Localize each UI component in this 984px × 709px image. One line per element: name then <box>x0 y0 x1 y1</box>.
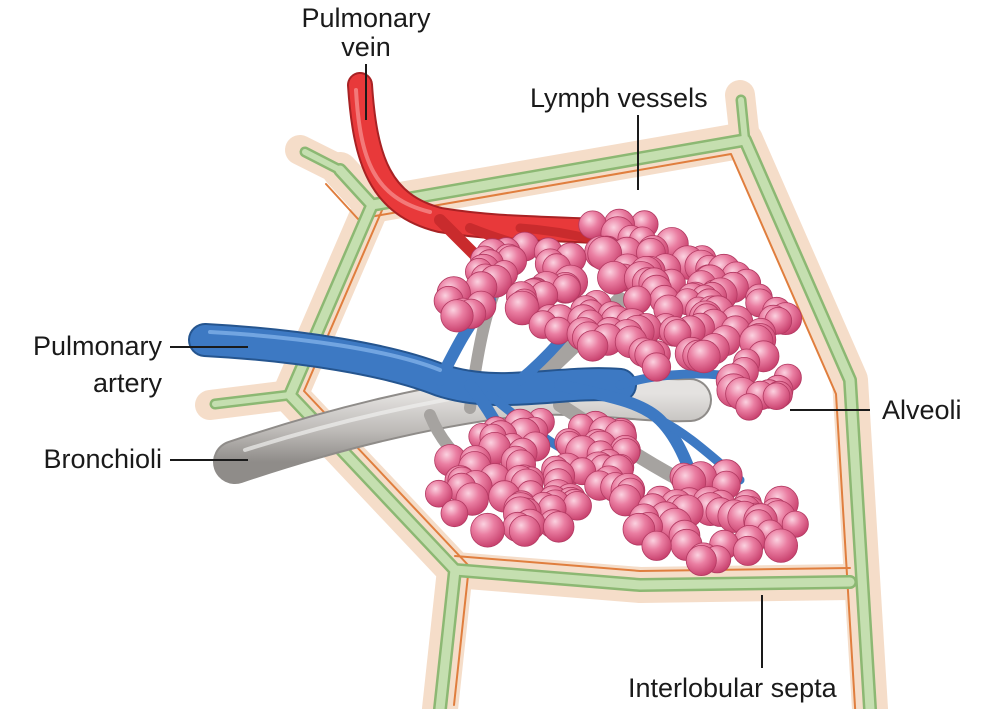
alveolus <box>687 339 721 374</box>
alveolus <box>576 330 609 362</box>
label-pulmonary-artery-line2: artery <box>92 368 162 398</box>
pulmonary-vein-vessel <box>347 72 623 276</box>
alveolus <box>543 511 575 543</box>
label-pulmonary-vein-line1: Pulmonary <box>301 3 431 33</box>
label-pulmonary-vein: Pulmonary vein <box>276 4 456 62</box>
lymph-vessel-network <box>209 94 877 709</box>
alveolus <box>440 299 474 333</box>
alveolus <box>685 545 717 577</box>
alveolus <box>504 290 540 326</box>
label-bronchioli: Bronchioli <box>43 444 162 474</box>
label-lymph-vessels: Lymph vessels <box>530 83 708 113</box>
alveolus <box>763 528 799 563</box>
label-interlobular-septa: Interlobular septa <box>628 673 837 703</box>
alveolus <box>735 393 763 421</box>
alveolus <box>762 382 791 411</box>
alveolus <box>641 352 672 382</box>
alveoli-clusters <box>424 208 809 577</box>
alveolus <box>508 515 541 547</box>
alveolus <box>424 479 453 508</box>
label-pulmonary-artery: Pulmonary artery <box>0 332 162 398</box>
label-alveoli: Alveoli <box>882 395 962 425</box>
alveolus <box>440 499 469 528</box>
leader-lines <box>170 64 870 668</box>
label-pulmonary-vein-line2: vein <box>341 32 391 62</box>
label-pulmonary-artery-line1: Pulmonary <box>32 331 162 361</box>
alveolus <box>732 535 763 566</box>
alveolus <box>470 512 505 548</box>
alveolus <box>641 530 672 561</box>
